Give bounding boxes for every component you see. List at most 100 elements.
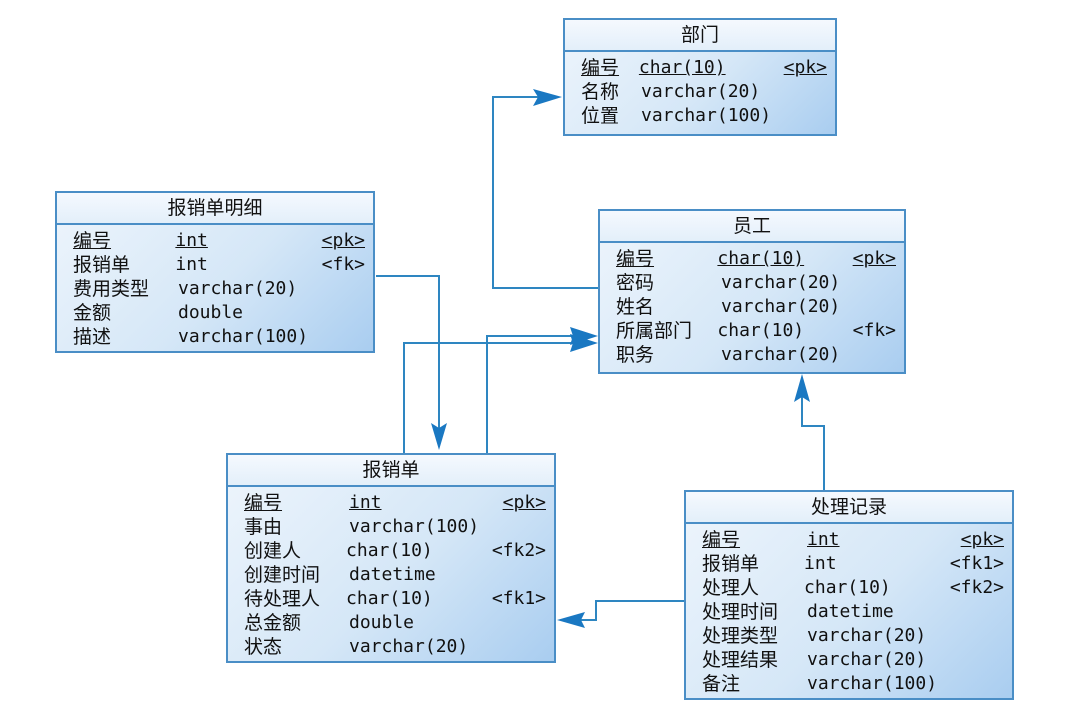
field-name: 描述	[73, 326, 112, 348]
field-type: varchar(100)	[807, 673, 938, 694]
field-row[interactable]: 状态 varchar(20)	[244, 635, 546, 659]
field-name: 名称	[581, 81, 620, 103]
field-name: 处理时间	[702, 601, 779, 623]
entity-title: 报销单明细	[57, 193, 373, 225]
field-row[interactable]: 待处理人 char(10) <fk1>	[244, 587, 546, 611]
field-key: <pk>	[852, 248, 896, 269]
field-key: <pk>	[502, 492, 546, 513]
field-row[interactable]: 报销单 int <fk1>	[702, 552, 1004, 576]
field-key: <fk2>	[491, 540, 546, 561]
field-row[interactable]: 处理时间 datetime	[702, 600, 1004, 624]
entity-title: 报销单	[228, 455, 554, 487]
field-key: <fk2>	[949, 577, 1004, 598]
entity-title: 处理记录	[686, 492, 1012, 524]
field-type: datetime	[349, 564, 436, 585]
arrowhead-claim-top	[431, 423, 447, 450]
connector-record-claim	[572, 600, 684, 621]
connector-record-employee	[801, 385, 825, 490]
field-type: char(10)	[638, 57, 726, 78]
field-type: varchar(20)	[807, 625, 927, 646]
connector-claim-employee-2	[403, 342, 585, 453]
field-key: <pk>	[321, 230, 365, 251]
field-type: varchar(20)	[721, 344, 841, 365]
field-row[interactable]: 密码 varchar(20)	[616, 271, 896, 295]
field-row[interactable]: 职务 varchar(20)	[616, 343, 896, 367]
connector-claim-employee-1	[486, 335, 585, 453]
field-type: varchar(20)	[807, 649, 927, 670]
field-name: 待处理人	[244, 588, 321, 610]
field-type: varchar(20)	[641, 81, 761, 102]
field-type: char(10)	[346, 588, 433, 609]
arrowhead-employee-bottom	[794, 374, 810, 402]
field-name: 位置	[581, 105, 620, 127]
field-name: 金额	[73, 302, 112, 324]
field-row[interactable]: 编号 int <pk>	[244, 491, 546, 515]
field-row[interactable]: 备注 varchar(100)	[702, 672, 1004, 696]
entity-dept[interactable]: 部门 编号 char(10) <pk> 名称 varchar(20) 位置 varchar(…	[563, 18, 837, 136]
field-type: varchar(100)	[349, 516, 480, 537]
field-name: 编号	[581, 57, 620, 79]
field-name: 总金额	[244, 612, 302, 634]
field-type: varchar(20)	[349, 636, 469, 657]
field-row[interactable]: 编号 char(10) <pk>	[581, 56, 827, 80]
field-type: int	[349, 492, 382, 513]
arrowhead-employee-left-2	[570, 334, 598, 352]
field-key: <fk>	[321, 254, 365, 275]
field-name: 编号	[616, 248, 655, 270]
field-row[interactable]: 姓名 varchar(20)	[616, 295, 896, 319]
arrowhead-dept	[533, 89, 562, 106]
field-type: int	[804, 553, 837, 574]
field-type: int	[175, 230, 208, 251]
field-name: 事由	[244, 516, 283, 538]
field-type: int	[175, 254, 208, 275]
field-key: <fk1>	[949, 553, 1004, 574]
field-name: 处理结果	[702, 649, 779, 671]
field-type: char(10)	[717, 320, 805, 341]
field-name: 报销单	[702, 553, 760, 575]
field-type: varchar(20)	[721, 272, 841, 293]
field-type: int	[807, 529, 840, 550]
field-row[interactable]: 事由 varchar(100)	[244, 515, 546, 539]
field-name: 姓名	[616, 296, 655, 318]
arrowhead-claim-right	[557, 612, 585, 628]
field-row[interactable]: 报销单 int <fk>	[73, 253, 365, 277]
field-type: varchar(100)	[641, 105, 772, 126]
field-key: <fk1>	[491, 588, 546, 609]
field-name: 编号	[244, 492, 283, 514]
field-row[interactable]: 金额 double	[73, 301, 365, 325]
field-name: 状态	[244, 636, 283, 658]
field-type: char(10)	[804, 577, 891, 598]
field-name: 密码	[616, 272, 655, 294]
field-name: 备注	[702, 673, 741, 695]
field-type: varchar(20)	[721, 296, 841, 317]
connector-employee-dept	[492, 96, 598, 289]
field-key: <fk>	[852, 320, 896, 341]
field-row[interactable]: 处理结果 varchar(20)	[702, 648, 1004, 672]
field-key: <pk>	[960, 529, 1004, 550]
field-row[interactable]: 名称 varchar(20)	[581, 80, 827, 104]
field-key: <pk>	[783, 57, 827, 78]
field-type: double	[178, 302, 244, 323]
field-type: char(10)	[346, 540, 433, 561]
field-name: 报销单	[73, 254, 131, 276]
field-row[interactable]: 位置 varchar(100)	[581, 104, 827, 128]
field-type: datetime	[807, 601, 894, 622]
field-name: 职务	[616, 344, 655, 366]
entity-title: 部门	[565, 20, 835, 52]
